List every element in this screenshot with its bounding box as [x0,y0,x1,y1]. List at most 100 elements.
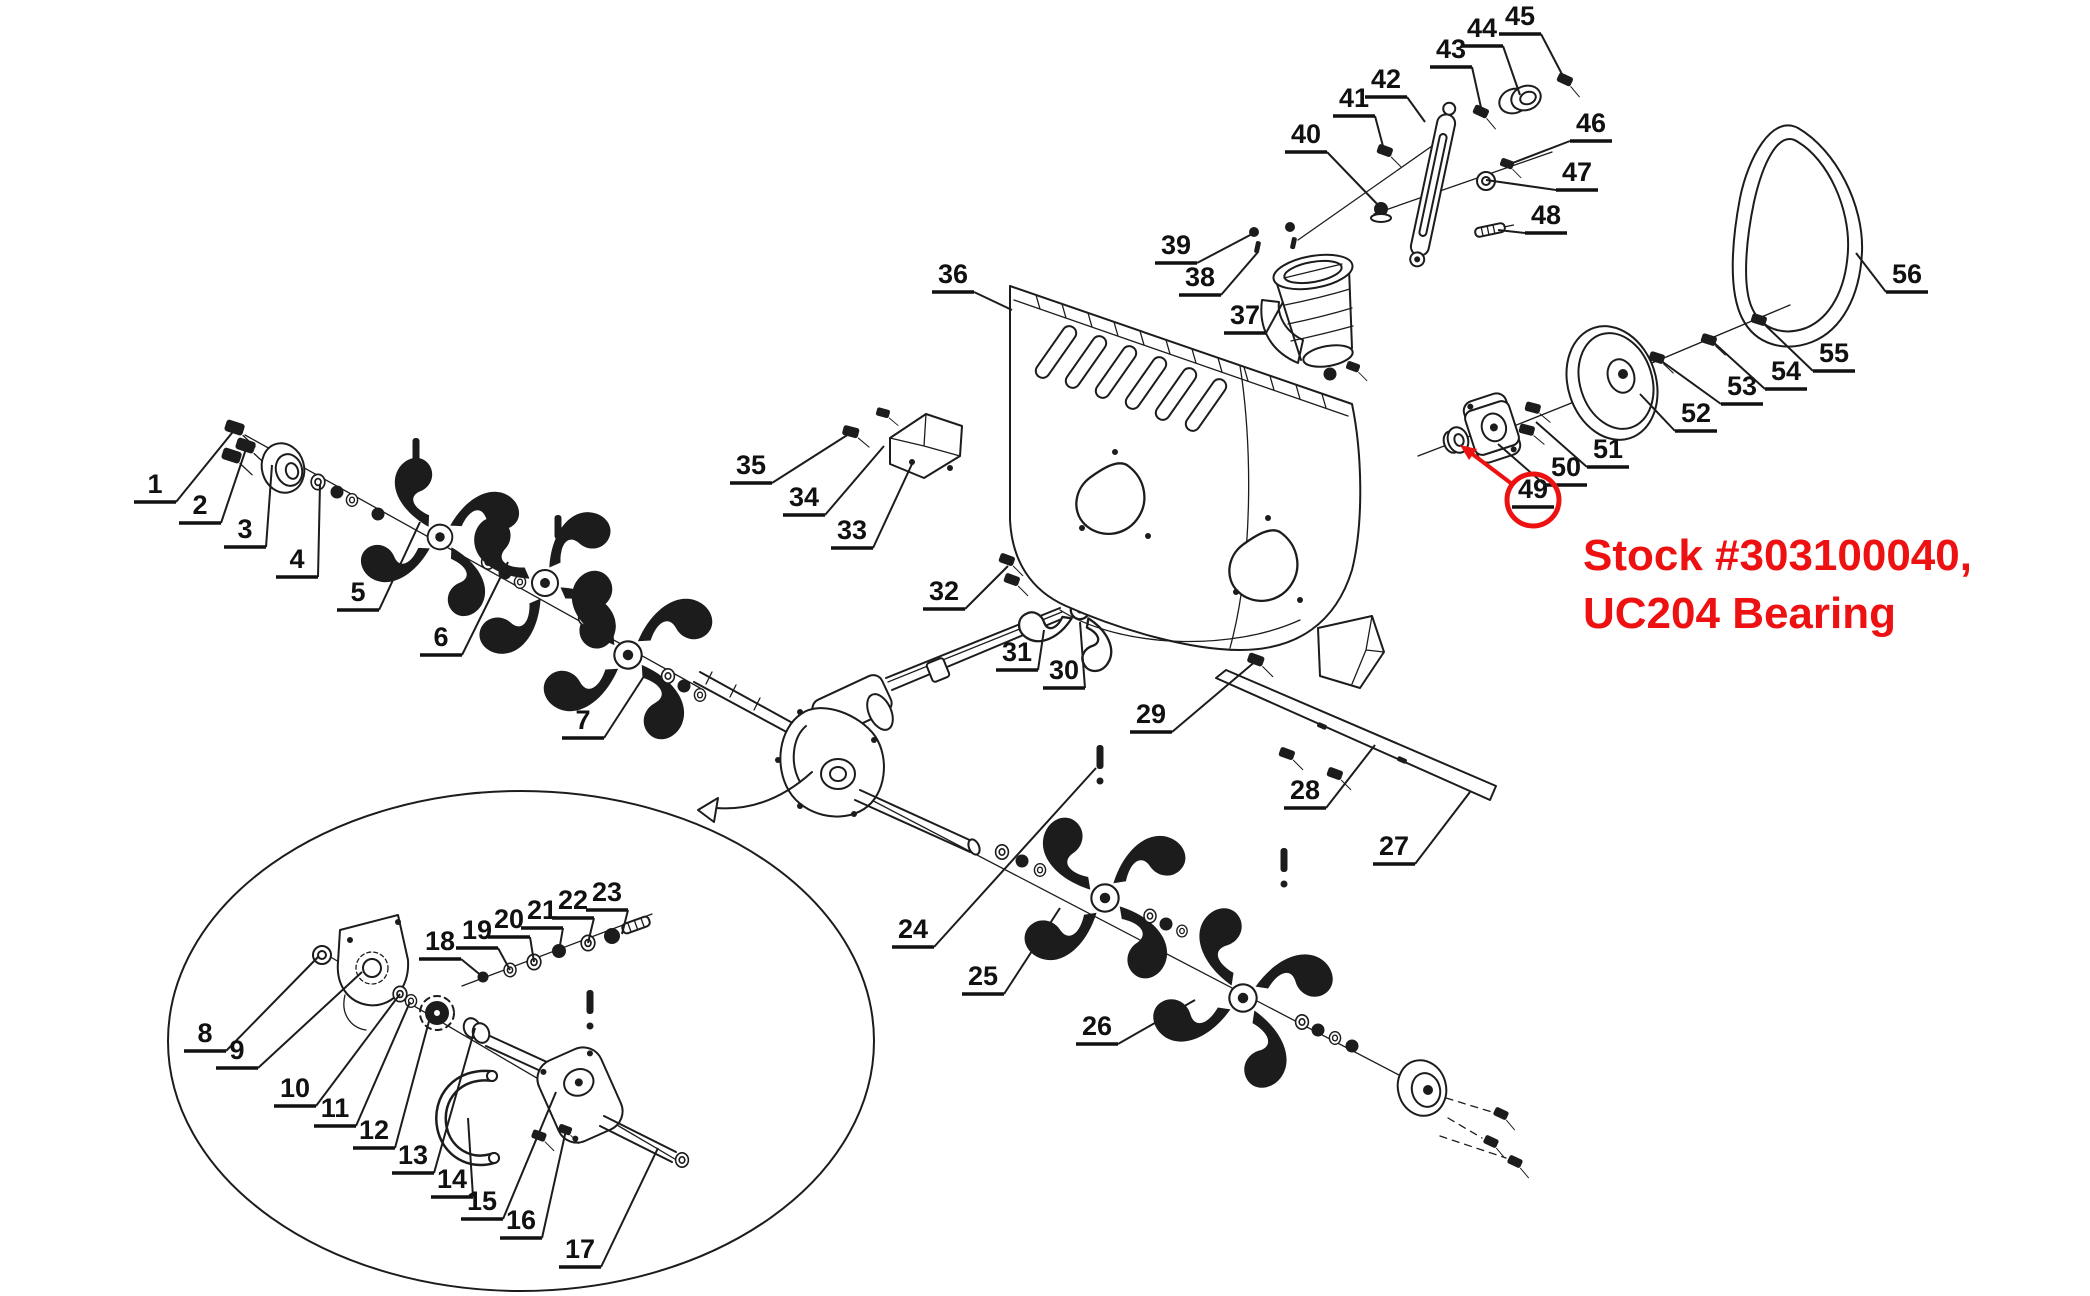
svg-text:48: 48 [1531,200,1561,230]
part-callout-15: 15 [461,1091,557,1221]
part-callout-4: 4 [276,483,321,579]
svg-text:1: 1 [147,469,162,499]
svg-text:30: 30 [1049,655,1079,685]
part-callout-30: 30 [1043,621,1086,690]
mount-bracket [839,406,963,479]
part-callout-12: 12 [353,1009,433,1150]
part-callout-23: 23 [586,877,629,935]
part-callout-13: 13 [392,1027,476,1175]
mini-gearbox-15 [536,1046,624,1144]
inset-detail-ellipse [167,790,875,1292]
svg-text:7: 7 [575,705,590,735]
svg-text:14: 14 [437,1164,467,1194]
svg-text:31: 31 [1002,637,1032,667]
cap-nut-8 [312,945,332,965]
part-callout-10: 10 [274,993,401,1108]
svg-text:29: 29 [1136,699,1166,729]
svg-text:52: 52 [1681,398,1711,428]
part-callout-54: 54 [1711,340,1807,391]
part-callout-19: 19 [456,915,511,971]
part-callout-51: 51 [1535,421,1629,469]
roller-44 [1498,84,1542,115]
part-callout-34: 34 [783,445,885,517]
part-callout-45: 45 [1499,1,1566,81]
svg-text:11: 11 [321,1093,350,1123]
part-callout-40: 40 [1285,119,1381,208]
svg-text:27: 27 [1379,831,1409,861]
svg-text:32: 32 [929,576,959,606]
part-callout-6: 6 [420,561,509,657]
svg-text:46: 46 [1576,108,1606,138]
svg-text:25: 25 [968,961,998,991]
svg-text:43: 43 [1436,34,1466,64]
svg-text:55: 55 [1819,338,1849,368]
svg-text:6: 6 [433,622,448,652]
svg-text:24: 24 [898,914,928,944]
svg-text:45: 45 [1505,1,1535,31]
part-callout-9: 9 [216,971,363,1070]
center-gearbox [693,607,1065,856]
svg-text:15: 15 [467,1186,497,1216]
bearing-pulley-assembly [1442,312,1781,464]
detail-arrow [697,771,813,823]
part-callout-48: 48 [1497,200,1567,235]
part-callout-28: 28 [1284,744,1376,810]
part-callout-53: 53 [1659,359,1763,406]
svg-text:41: 41 [1339,83,1369,113]
svg-text:23: 23 [592,877,622,907]
bolt-45 [1553,71,1586,98]
part-callout-8: 8 [184,956,319,1053]
svg-text:44: 44 [1467,13,1497,43]
part-callout-39: 39 [1155,230,1255,265]
hub-cap-3 [260,442,306,494]
part-callout-52: 52 [1639,393,1717,433]
svg-text:28: 28 [1290,775,1320,805]
svg-text:18: 18 [425,926,455,956]
part-callout-27: 27 [1373,791,1471,866]
stud [586,990,594,1030]
sprocket-12 [419,995,455,1031]
part-callout-55: 55 [1761,321,1855,373]
part-callout-31: 31 [996,629,1045,672]
part-callout-36: 36 [932,259,1013,311]
left-axle-assembly [218,418,718,745]
svg-text:34: 34 [789,482,819,512]
part-callout-16: 16 [500,1129,567,1240]
skid-bar-assembly [1215,615,1497,801]
pin-48 [1474,222,1515,238]
svg-text:56: 56 [1892,259,1922,289]
part-callout-2: 2 [179,445,248,525]
part-callout-35: 35 [730,431,853,485]
drive-belt [1731,124,1864,348]
side-plate-9 [336,914,410,1031]
tensioner-assembly [1370,71,1586,268]
part-callout-38: 38 [1179,251,1259,297]
svg-text:2: 2 [192,490,207,520]
part-callout-20: 20 [488,904,535,963]
part-callout-1: 1 [134,427,237,504]
pulley-52 [1565,325,1659,441]
part-callout-24: 24 [892,767,1097,949]
svg-text:36: 36 [938,259,968,289]
part-callout-25: 25 [962,907,1061,996]
part-callout-14: 14 [431,1117,474,1199]
part-callout-26: 26 [1076,999,1196,1046]
red-annotation: Stock #303100040, UC204 Bearing [1460,445,1972,638]
svg-text:12: 12 [359,1115,389,1145]
chute [1249,222,1372,382]
svg-text:13: 13 [398,1140,428,1170]
part-callout-21: 21 [521,895,564,952]
svg-text:8: 8 [197,1018,212,1048]
highlight-arrow-shaft [1469,451,1514,486]
svg-text:40: 40 [1291,119,1321,149]
part-callout-32: 32 [923,565,1009,611]
svg-text:51: 51 [1593,434,1623,464]
part-callout-47: 47 [1485,157,1598,192]
part-callout-7: 7 [562,669,649,740]
part-callout-17: 17 [559,1147,659,1269]
main-housing [1009,285,1362,651]
part-callout-49: 49 [1512,474,1554,509]
svg-text:19: 19 [462,915,492,945]
tension-arm-42 [1409,101,1457,268]
